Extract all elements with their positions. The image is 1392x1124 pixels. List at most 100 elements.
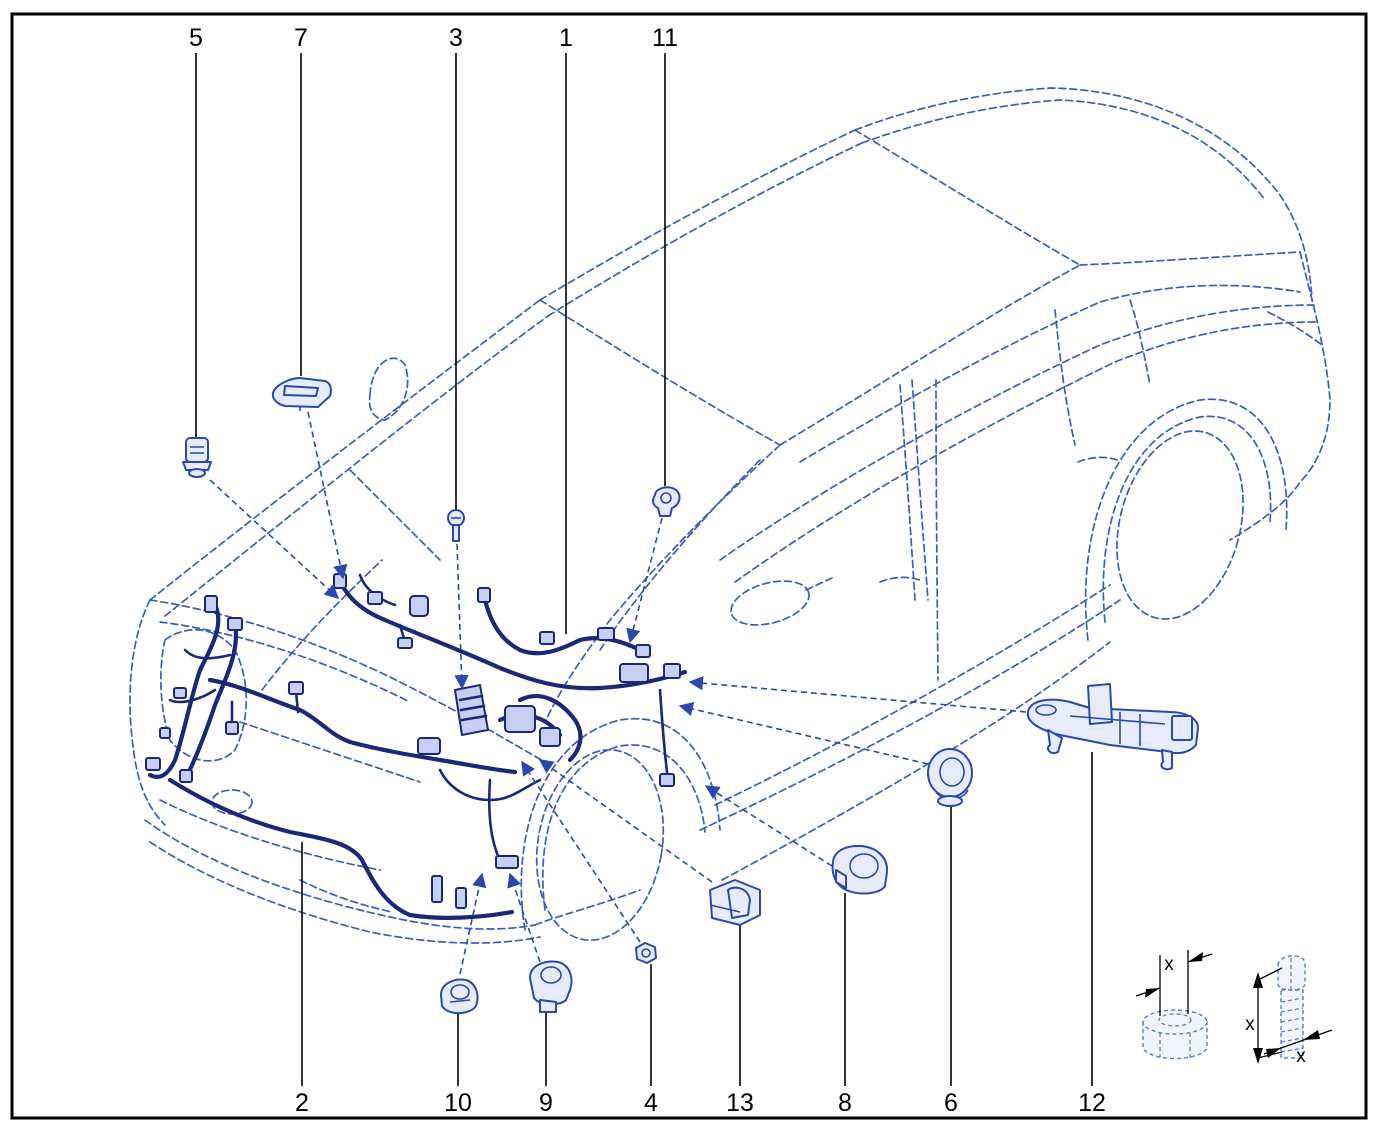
part-4-nut <box>635 942 657 964</box>
harness-connector <box>539 727 561 747</box>
dimension-extension-bolt-top <box>1257 967 1283 981</box>
part-10-clip <box>440 978 479 1015</box>
part-11-hole <box>660 492 672 504</box>
part-11-body <box>652 486 681 517</box>
car-outline-front-wheel-lip <box>534 889 641 926</box>
harness-center-drop <box>488 778 502 862</box>
detail-nut-top <box>1142 1009 1208 1035</box>
part-13-clip <box>709 879 761 926</box>
harness-left-bundle-1 <box>147 602 221 779</box>
harness-connector <box>495 855 519 869</box>
car-outline-roof-rail <box>1079 251 1301 266</box>
callout-1: 1 <box>559 24 573 52</box>
part-3-shank <box>452 524 460 542</box>
car-outline-front-fascia <box>129 599 166 826</box>
harness-connector <box>409 595 429 617</box>
harness-bumper <box>167 777 515 920</box>
callout-6: 6 <box>944 1089 958 1117</box>
detail-bolt-shank <box>1280 989 1304 1059</box>
car-outline-far-a-pillar-inner <box>547 142 863 317</box>
car-outline <box>129 87 1331 944</box>
part-6-body <box>927 748 973 798</box>
part-10-opening <box>450 984 470 1000</box>
part-12-right-leg <box>1160 749 1173 771</box>
dimension-label-bolt-diameter: x <box>1296 1046 1306 1067</box>
dimension-arrowhead <box>1266 1048 1281 1058</box>
assembly-arrow-9 <box>507 872 541 963</box>
harness-main-trunk <box>207 677 518 775</box>
car-outline-hood-strut <box>261 559 383 691</box>
part-12-bracket <box>1026 683 1199 771</box>
harness-connector <box>173 687 187 699</box>
car-outline-b-pillar-inner <box>911 379 929 601</box>
callout-8: 8 <box>838 1089 852 1117</box>
harness-connector <box>367 591 383 605</box>
harness-connector <box>225 721 239 735</box>
callout-7: 7 <box>294 24 308 52</box>
part-11-clip <box>652 486 681 517</box>
harness-connector <box>504 705 536 733</box>
harness-connector <box>663 663 681 679</box>
car-outline-bumper-outer <box>144 819 536 930</box>
assembly-arrow-6 <box>678 701 929 765</box>
harness-connector <box>597 627 615 641</box>
car-outline-front-door-cut <box>935 379 939 681</box>
part-9-stem <box>539 999 557 1013</box>
diagram-frame <box>10 12 1368 1120</box>
part-12-tab <box>1087 683 1113 725</box>
assembly-arrow-10 <box>459 872 487 975</box>
callout-3: 3 <box>449 24 463 52</box>
part-5-body <box>185 437 209 463</box>
assembly-arrow-13 <box>538 759 713 883</box>
car-outline-hood-inner-line <box>349 469 441 561</box>
part-10-slot <box>449 999 471 1003</box>
harness-connector <box>431 875 443 903</box>
callout-4: 4 <box>644 1089 658 1117</box>
harness-connector <box>539 631 555 645</box>
car-outline-front-wheel-arch-inner <box>542 744 706 911</box>
car-outline-lower-grille <box>299 879 393 913</box>
harness-connector <box>204 595 218 613</box>
harness-connector <box>417 737 441 755</box>
harness-connector <box>333 573 347 589</box>
part-5-foot <box>188 468 206 478</box>
dimension-label-bolt-length: x <box>1245 1014 1255 1035</box>
assembly-arrow-8 <box>704 785 833 867</box>
car-outline-side-mirror <box>730 580 810 626</box>
car-outline-front-wheel <box>535 748 665 942</box>
dimension-arrowhead <box>1145 988 1160 998</box>
car-outline-sill-upper <box>714 584 1111 806</box>
callout-9: 9 <box>539 1089 553 1117</box>
harness-mid-branch <box>438 768 542 802</box>
part-8-tab <box>835 869 847 889</box>
car-outline-tail-light <box>1267 311 1323 346</box>
dimension-arrowhead <box>1253 1048 1263 1064</box>
harness-connector <box>477 587 491 603</box>
assembly-arrow-7 <box>307 411 348 580</box>
car-outline-far-a-pillar <box>539 129 856 301</box>
harness-connector <box>619 663 649 683</box>
part-8-body <box>831 844 889 895</box>
assembly-arrow-4 <box>521 760 641 943</box>
harness-connector <box>145 757 161 771</box>
car-outline-cowl <box>539 299 781 446</box>
harness-center-loop-1 <box>517 694 583 763</box>
part-12-left-leg <box>1047 729 1063 755</box>
car-outline-front-wheel-arch <box>520 717 721 931</box>
part-9-clip <box>529 960 573 1013</box>
part-8-connector <box>831 844 889 895</box>
car-outline-shark-fin <box>368 357 409 421</box>
harness-connector <box>179 769 193 783</box>
harness-relay-box-ribs <box>458 694 488 722</box>
car-outline-far-hood-edge-inner <box>164 315 549 617</box>
car-outline-bumper-crease <box>159 799 381 871</box>
leader-lines <box>195 53 1093 1086</box>
part-4-hex <box>635 942 657 964</box>
harness-connector <box>659 773 675 787</box>
car-outline-windshield-top <box>854 129 1081 266</box>
car-outline-bumper-lower <box>149 841 541 944</box>
assembly-arrow-11 <box>626 517 663 644</box>
part-6-grommet <box>927 748 973 807</box>
harness-stub-1 <box>294 690 300 714</box>
